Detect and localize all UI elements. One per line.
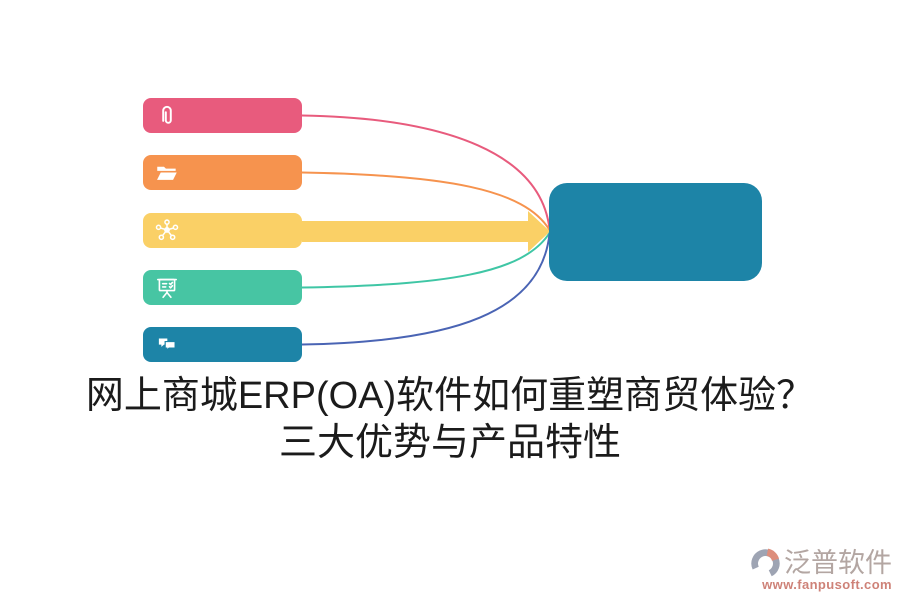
watermark: 泛普软件 www.fanpusoft.com [742,546,892,592]
paperclip-icon [162,105,172,124]
watermark-url: www.fanpusoft.com [762,577,892,592]
page-title: 网上商城ERP(OA)软件如何重塑商贸体验？ 三大优势与产品特性 [0,373,900,467]
presentation-board-icon [156,278,178,298]
connector-curve-attachment [301,114,551,230]
connector-thick-arrow [302,211,550,252]
fanpu-logo-icon [751,548,780,578]
connector-curve-folder [301,171,551,231]
page-title-line2: 三大优势与产品特性 [278,422,621,464]
chat-bubbles-icon [158,338,176,352]
branch-bar-attachment [143,98,302,133]
branch-bar-folder [143,155,302,190]
branch-bar-network [143,213,302,248]
network-hub-icon [155,218,179,240]
folder-open-icon [157,166,177,180]
page-title-line1: 网上商城ERP(OA)软件如何重塑商贸体验？ [85,375,815,417]
connector-curve-chat [301,233,551,346]
connector-curve-presentation [301,232,551,289]
branch-bar-chat [143,327,302,362]
center-node [549,183,762,281]
watermark-brand: 泛普软件 [784,547,892,578]
branch-bar-presentation [143,270,302,305]
